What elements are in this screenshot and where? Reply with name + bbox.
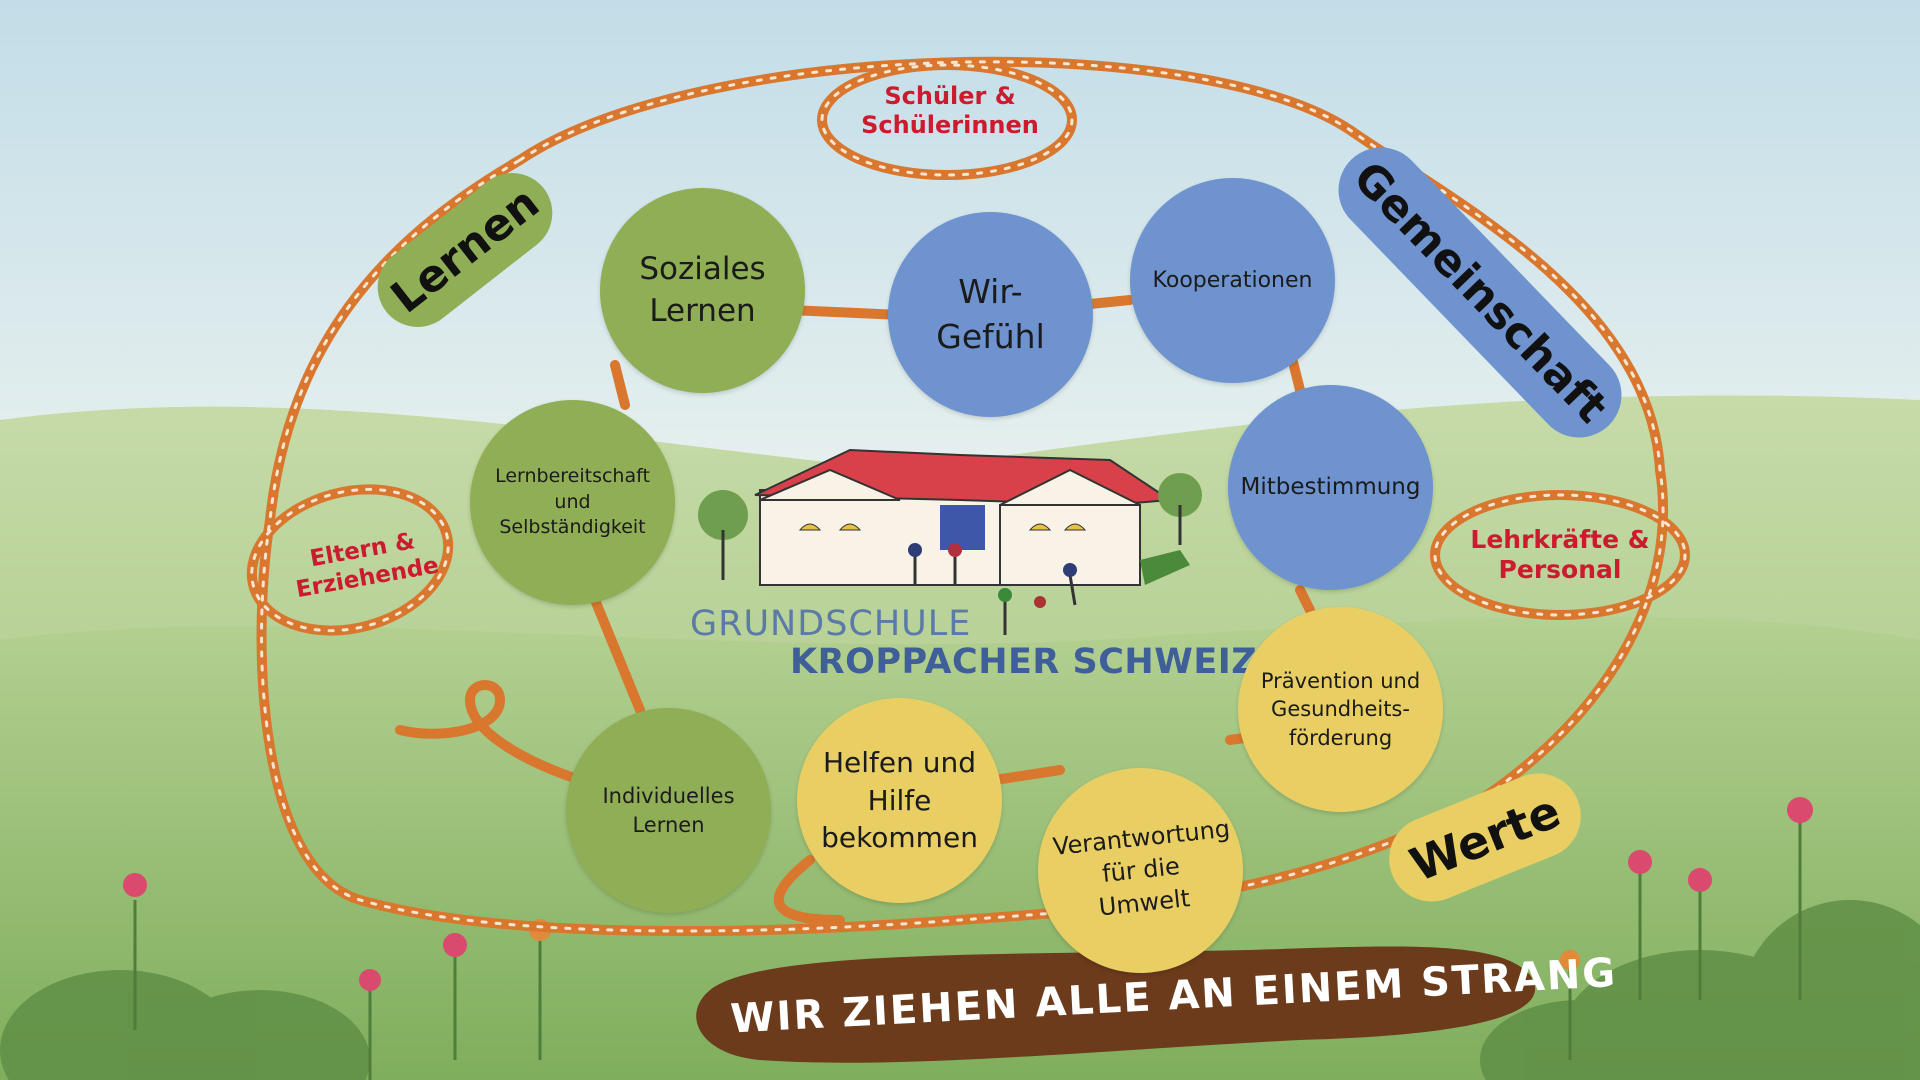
- node-individuelles-lernen: Individuelles Lernen: [566, 708, 771, 913]
- school-name-line1: GRUNDSCHULE: [690, 604, 972, 644]
- node-lernbereitschaft: Lernbereitschaft und Selbständigkeit: [470, 400, 675, 605]
- node-wir-gefuehl: Wir-Gefühl: [888, 212, 1093, 417]
- group-schueler: Schüler & Schülerinnen: [861, 82, 1039, 139]
- node-helfen-label: Helfen und Hilfe bekommen: [821, 745, 978, 855]
- school-illustration: [698, 448, 1202, 635]
- node-verantwortung-label: Verantwortung für die Umwelt: [1051, 814, 1231, 922]
- node-praevention: Prävention und Gesundheits-förderung: [1238, 607, 1443, 812]
- node-lernbereitschaft-label: Lernbereitschaft und Selbständigkeit: [495, 465, 650, 539]
- node-helfen: Helfen und Hilfe bekommen: [797, 698, 1002, 903]
- node-individuelles-lernen-label: Individuelles Lernen: [602, 784, 735, 837]
- node-verantwortung: Verantwortung für die Umwelt: [1038, 768, 1243, 973]
- bushes: [0, 900, 1920, 1080]
- node-mitbestimmung-label: Mitbestimmung: [1240, 473, 1421, 500]
- node-soziales-lernen: Soziales Lernen: [600, 188, 805, 393]
- node-kooperationen: Kooperationen: [1130, 178, 1335, 383]
- node-soziales-lernen-label: Soziales Lernen: [639, 250, 766, 329]
- school-name-line2: KROPPACHER SCHWEIZ: [790, 642, 1258, 682]
- group-lehrkraefte: Lehrkräfte & Personal: [1470, 525, 1650, 584]
- node-praevention-label: Prävention und Gesundheits-förderung: [1260, 668, 1421, 750]
- node-wir-gefuehl-label: Wir-Gefühl: [936, 271, 1045, 356]
- node-kooperationen-label: Kooperationen: [1152, 267, 1313, 293]
- node-mitbestimmung: Mitbestimmung: [1228, 385, 1433, 590]
- motto-banner: [696, 946, 1536, 1063]
- rope-network: [246, 56, 1690, 937]
